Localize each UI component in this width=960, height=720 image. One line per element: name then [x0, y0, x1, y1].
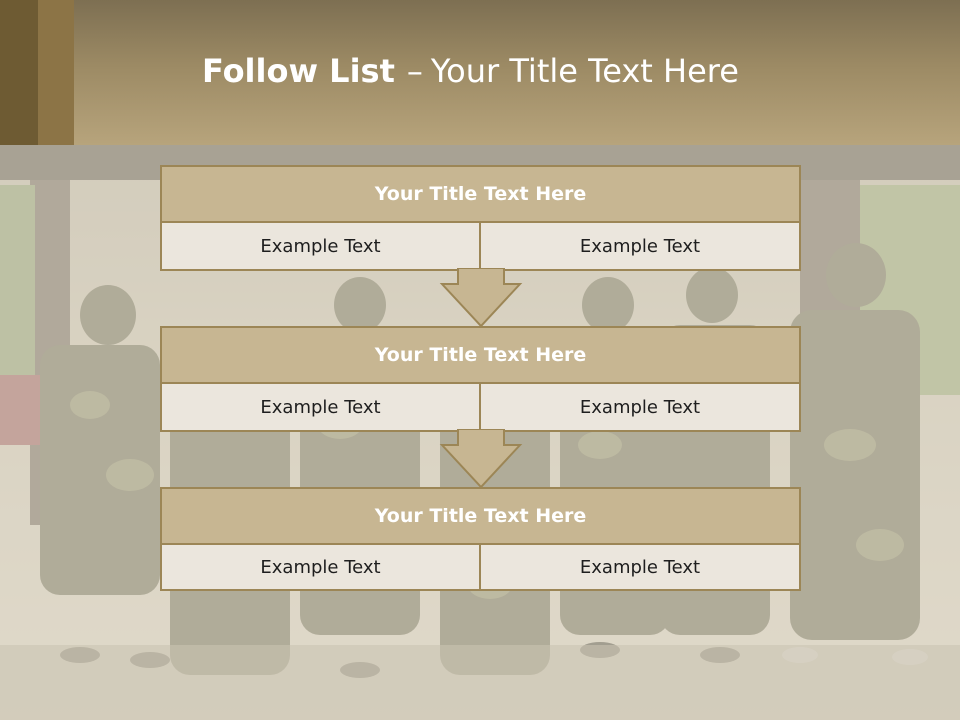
flow-step-1: Your Title Text Here Example Text Exampl…: [160, 165, 801, 271]
header-accent-stripe-light: [38, 0, 74, 145]
step-left-text[interactable]: Example Text: [160, 543, 481, 591]
step-right-text[interactable]: Example Text: [479, 543, 801, 591]
down-arrow-icon: [439, 429, 523, 489]
step-left-text[interactable]: Example Text: [160, 221, 481, 271]
slide-title[interactable]: Follow List–Your Title Text Here: [202, 52, 739, 102]
step-left-text[interactable]: Example Text: [160, 382, 481, 432]
step-title[interactable]: Your Title Text Here: [160, 165, 801, 223]
slide-title-rest: Your Title Text Here: [430, 52, 739, 90]
down-arrow-icon: [439, 268, 523, 328]
step-right-text[interactable]: Example Text: [479, 382, 801, 432]
header-accent-stripe: [0, 0, 38, 145]
step-title[interactable]: Your Title Text Here: [160, 326, 801, 384]
step-title[interactable]: Your Title Text Here: [160, 487, 801, 545]
slide-header: Follow List–Your Title Text Here: [0, 0, 960, 145]
flow-step-2: Your Title Text Here Example Text Exampl…: [160, 326, 801, 432]
slide-title-bold: Follow List: [202, 52, 395, 90]
slide-title-dash: –: [406, 52, 423, 90]
flow-step-3: Your Title Text Here Example Text Exampl…: [160, 487, 801, 593]
step-right-text[interactable]: Example Text: [479, 221, 801, 271]
